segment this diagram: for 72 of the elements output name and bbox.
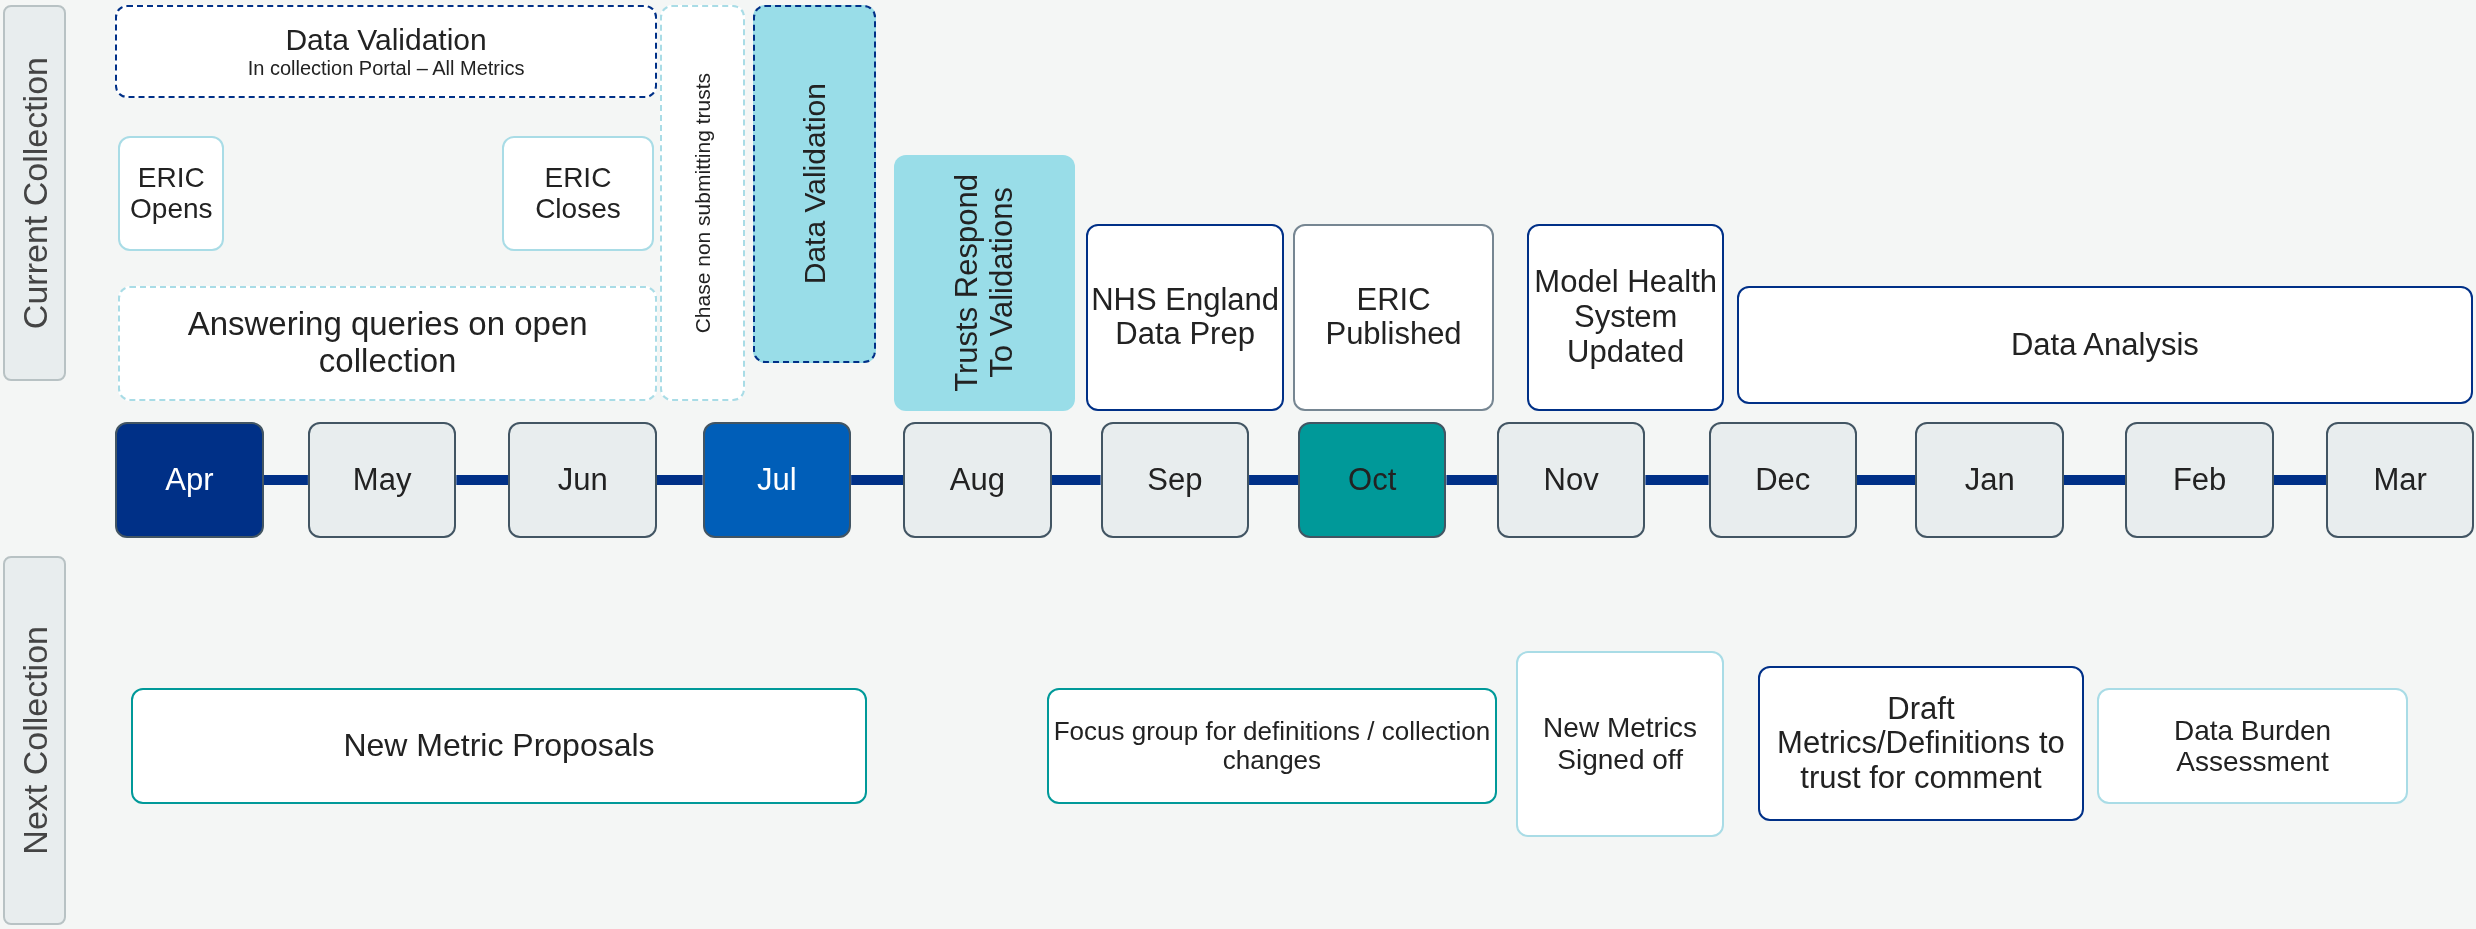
task-box [1046,688,1497,804]
task-label: Data Validation [798,83,832,285]
month-label: Nov [1543,462,1599,498]
month-box [1298,421,1447,539]
task-label: Data Validation [285,23,487,57]
section-label: Current Collection [15,56,54,329]
timeline-connector [1645,475,1709,486]
timeline-connector [1249,475,1298,486]
task-label: Data Analysis [2011,327,2199,363]
timeline-connector [2063,475,2126,486]
month-box [115,421,264,539]
timeline-connector [1051,475,1101,486]
task-label: ERIC Published [1324,282,1463,353]
month-label: Oct [1348,462,1397,498]
task-box [1515,650,1725,837]
task-box [1737,285,2473,405]
timeline-connector [263,475,308,486]
month-label: Apr [165,462,214,498]
task-box [2097,688,2409,804]
task-label: New Metric Proposals [343,728,655,764]
task-label: NHS England Data Prep [1090,282,1280,353]
task-label: Model Health System Updated [1533,265,1718,370]
month-label: Jan [1964,462,2015,498]
month-box [1496,421,1646,539]
month-box [307,421,457,539]
month-box [2326,421,2475,539]
task-box [660,4,746,402]
task-label: Answering queries on open collection [186,306,589,381]
timeline-connector [456,475,509,486]
task-box [1526,224,1725,411]
task-label: In collection Portal – All Metrics [247,56,525,80]
task-label: ERIC Opens [129,162,214,225]
timeline-connector [2273,475,2326,486]
task-label: New Metrics Signed off [1542,712,1699,776]
task-box [115,4,657,98]
month-box [2125,421,2274,539]
section-label: Next Collection [15,626,54,855]
task-box [118,285,657,402]
timeline-connector [656,475,703,486]
section-tab [3,555,67,926]
month-label: Sep [1147,462,1203,498]
timeline-connector [1446,475,1497,486]
task-label: Trusts Respond To Validations [949,172,1020,394]
task-box [118,135,225,252]
task-label: Focus group for definitions / collection changes [1052,717,1492,776]
month-label: Jun [557,462,608,498]
month-label: Aug [949,462,1006,498]
task-box [131,688,867,804]
month-box [702,421,852,539]
month-label: Jul [757,462,797,498]
task-box [502,135,654,252]
task-label: ERIC Closes [534,162,622,225]
task-label: Draft Metrics/Definitions to trust for comment [1776,691,2066,796]
task-label: Data Burden Assessment [2172,714,2333,778]
task-box [753,4,877,364]
task-label: Chase non submitting trusts [690,72,715,334]
month-box [508,421,657,539]
task-box [893,154,1076,411]
month-label: Feb [2172,462,2227,498]
month-box [1708,421,1857,539]
task-box [1293,224,1494,411]
section-tab [3,4,67,381]
month-box [1100,421,1250,539]
month-label: May [352,462,412,498]
task-box [1757,666,2085,822]
task-box [1086,224,1284,411]
month-box [1915,421,2064,539]
timeline-connector [851,475,904,486]
timeline-connector [1857,475,1916,486]
month-label: Mar [2373,462,2427,498]
month-box [903,421,1052,539]
month-label: Dec [1755,462,1811,498]
